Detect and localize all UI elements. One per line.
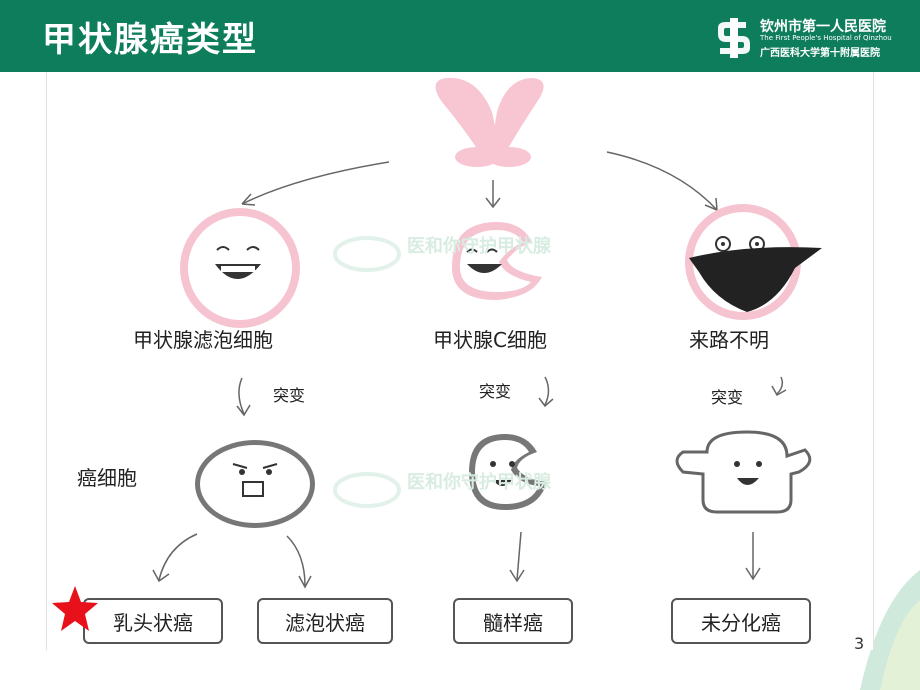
watermark-text: 医和你守护甲状腺 — [407, 472, 551, 493]
hospital-english-name: The First People's Hospital of Qinzhou — [760, 34, 892, 42]
cancer-type-papillary: 乳头状癌 — [83, 598, 223, 644]
slide-title: 甲状腺癌类型 — [42, 20, 258, 60]
thyroid-gland-icon — [435, 77, 544, 167]
star-icon — [52, 586, 98, 631]
diagram-illustration — [152, 77, 822, 589]
cancer-type-medullary: 髓样癌 — [453, 598, 573, 644]
masked-cell-icon — [685, 204, 822, 320]
mutation-label: 突变 — [273, 386, 306, 405]
c-cell-icon — [452, 222, 542, 300]
hospital-emblem-icon — [718, 18, 750, 58]
origin-cell-label: 来路不明 — [689, 328, 769, 352]
hospital-subtitle: 广西医科大学第十附属医院 — [760, 48, 880, 59]
origin-cell-label: 甲状腺滤泡细胞 — [133, 328, 273, 352]
anaplastic-cancer-cell-icon — [675, 430, 812, 514]
header-bar: 甲状腺癌类型 钦州市第一人民医院 The First People's Hosp… — [0, 0, 920, 72]
origin-cell-label: 甲状腺C细胞 — [433, 328, 547, 352]
follicular-cancer-cell-icon — [195, 440, 315, 528]
hospital-logo: 钦州市第一人民医院 The First People's Hospital of… — [712, 14, 912, 62]
hospital-name: 钦州市第一人民医院 — [760, 19, 886, 35]
diagram-panel: 医和你守护甲状腺 医和你守护甲状腺 甲状腺滤泡细胞 甲状腺C细胞 来路不明 突变… — [46, 72, 874, 650]
cancer-type-follicular: 滤泡状癌 — [257, 598, 393, 644]
mutation-label: 突变 — [479, 382, 512, 401]
page-number: 3 — [854, 634, 865, 653]
medullary-cancer-cell-icon — [469, 434, 547, 510]
follicular-cell-icon — [180, 208, 300, 328]
watermark-logo-icon — [333, 236, 401, 508]
cancer-cell-label: 癌细胞 — [77, 466, 137, 490]
cancer-type-anaplastic: 未分化癌 — [671, 598, 811, 644]
mutation-label: 突变 — [711, 388, 744, 407]
watermark-text: 医和你守护甲状腺 — [407, 236, 551, 257]
